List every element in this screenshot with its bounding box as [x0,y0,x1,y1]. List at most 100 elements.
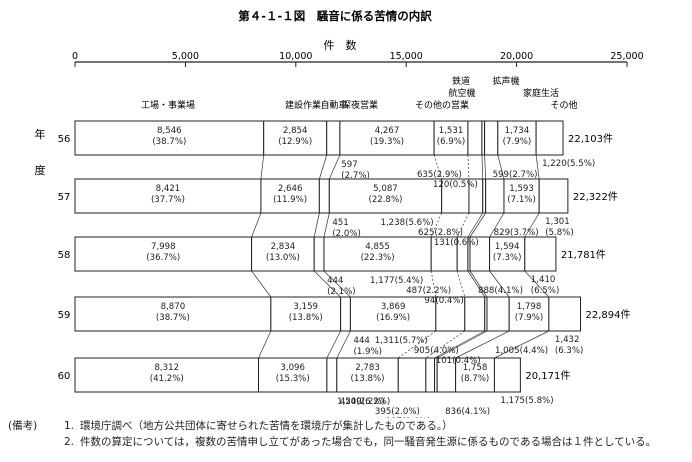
series-name-label: 航空機 [448,87,475,99]
bar-segment [485,178,505,214]
data-label: 7,998(36.7%) [146,242,180,263]
x-axis-label: 件 数 [324,39,357,52]
bar-segment [464,296,486,332]
data-label: 2,834(13.0%) [266,242,300,263]
bar-segment [340,296,351,332]
bar-segment [538,178,569,214]
connector-line [484,154,487,180]
connector-line [524,212,540,238]
total-label: 20,171件 [525,370,570,382]
data-label: 1,410(6.5%) [531,275,560,296]
connector-line [319,154,328,180]
bar-segment [425,357,436,393]
category-label: 60 [58,371,71,382]
series-name-label: 拡声機 [492,75,519,87]
data-label: 444(1.9%) [354,336,383,357]
data-label: 451(2.0%) [332,218,361,239]
bar-segment [455,357,495,393]
chart-title: 第４-１-１図 騒音に係る苦情の内訳 [238,9,432,23]
data-label: 1,594(7.3%) [493,242,522,263]
y-axis-label: 年度 [35,127,46,177]
total-label: 21,781件 [561,249,606,261]
data-label: 829(3.7%) [494,228,539,238]
bar-segment [433,120,469,156]
x-tick-label: 20,000 [500,51,533,62]
connector-line [481,154,484,180]
data-label: 4,855(22.3%) [361,242,395,263]
series-name-label: その他の営業 [415,99,469,111]
data-label: 101(0.4%) [436,356,481,366]
bar-segment [313,236,325,272]
data-label: 1,249(6.2%) [337,397,390,407]
notes: (備考) 1. 環境庁調べ（地方公共団体に寄せられた苦情を環境庁が集計したもので… [8,418,656,450]
connector-line [467,212,484,238]
note-number: 1. [63,420,74,432]
data-label: 1,758(8.7%) [461,363,490,384]
bar-segment [251,236,315,272]
data-label: 1,593(7.1%) [507,184,536,205]
bar-segment [435,296,466,332]
category-label: 56 [58,134,71,145]
connector-line [467,270,486,298]
note-number: 2. [63,436,74,448]
data-label: 120(0.5%) [433,180,478,190]
bar-segment [328,178,443,214]
data-label: 8,546(38.7%) [152,126,186,147]
data-label: 8,421(37.7%) [151,184,185,205]
bar-segment [493,357,521,393]
data-label: 3,869(16.9%) [376,302,410,323]
data-label: 1,734(7.9%) [503,126,532,147]
connector-line [433,154,442,180]
connector-line [469,212,486,238]
x-tick-label: 25,000 [610,51,643,62]
data-label: 450(2.2%) [340,397,385,407]
data-label: 597(2.7%) [341,160,370,181]
category-label: 58 [58,250,71,261]
bar-segment [74,296,272,332]
connector-line [430,212,442,238]
connector-line [535,154,540,180]
connector-line [469,270,488,298]
connector-line [323,270,351,298]
data-label: 131(0.6%) [434,238,479,248]
data-label: 1,220(5.5%) [542,159,595,169]
data-label: 1,177(5.4%) [370,276,423,286]
category-label: 57 [58,192,71,203]
data-label: 1,005(4.4%) [495,346,548,356]
bar-segment [535,120,564,156]
data-label: 599(2.7%) [493,170,538,180]
bar-segment [508,296,550,332]
bar-segment [484,120,499,156]
category-label: 59 [58,310,71,321]
connector-line [326,330,341,359]
data-label: 2,783(13.8%) [351,363,385,384]
bar-segment [497,120,537,156]
bar-segment [270,296,342,332]
bar-segment [349,296,437,332]
bar-segment [397,357,427,393]
bar-segment [74,178,262,214]
data-label: 117(0.6%) [386,417,431,418]
notes-label: (備考) [8,420,38,432]
bar-segment [503,178,540,214]
data-label: 635(2.9%) [417,170,462,180]
total-label: 22,103件 [568,133,613,145]
data-label: 888(4.1%) [478,286,523,296]
series-name-label: その他 [550,99,577,111]
x-tick-label: 0 [72,51,78,62]
series-name-labels: 工場・事業場建設作業自動車深夜営業その他の営業航空機鉄道拡声機家庭生活その他 [141,75,578,111]
bar-segment [467,120,483,156]
data-label: 94(0.4%) [424,296,463,306]
connector-line [434,330,485,359]
bar-segment [339,120,435,156]
data-label: 1,798(7.9%) [515,302,544,323]
connector-line [494,330,550,359]
x-tick-label: 5,000 [172,51,199,62]
connector-line [258,330,272,359]
data-label: 4,267(19.3%) [370,126,404,147]
bar-segment [548,296,581,332]
bar-segment [336,357,399,393]
data-label: 625(2.8%) [418,228,463,238]
